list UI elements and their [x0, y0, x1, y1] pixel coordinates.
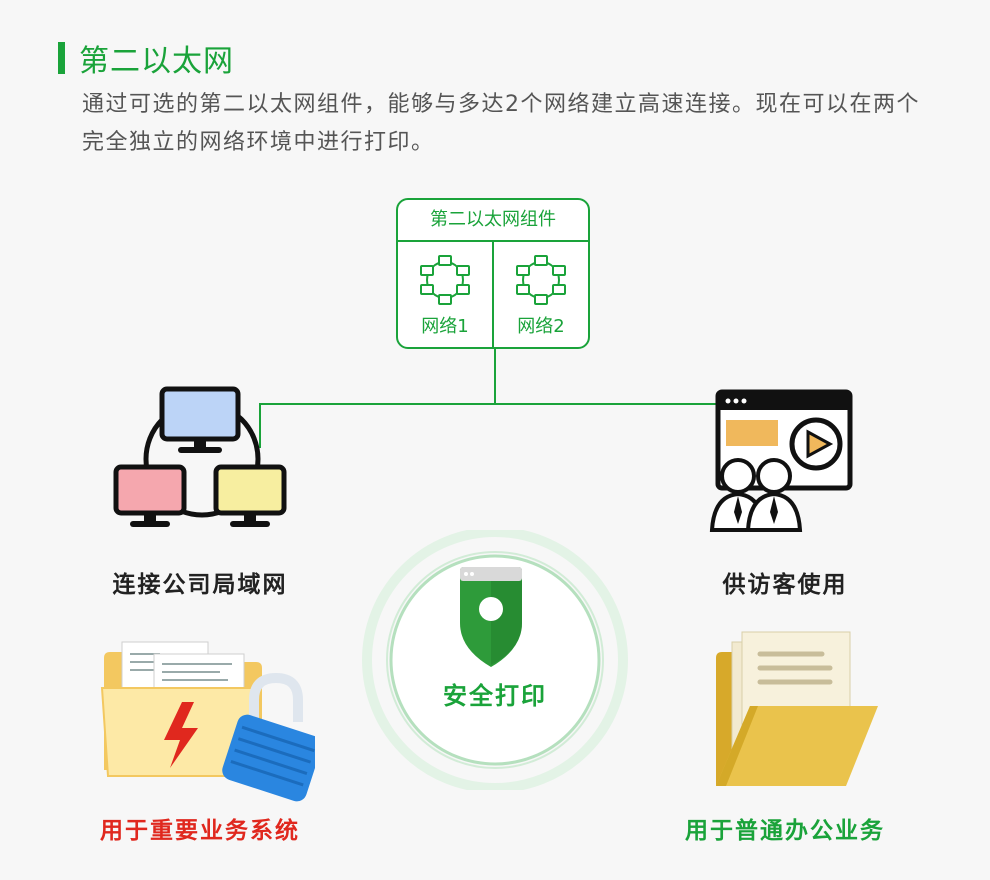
- section-header: 第二以太网: [58, 36, 234, 80]
- computer-network-icon: [113, 386, 287, 527]
- document-folder-icon: [716, 631, 878, 786]
- network-2-label: 网络2: [517, 316, 565, 337]
- module-title: 第二以太网组件: [398, 200, 588, 242]
- section-description: 通过可选的第二以太网组件，能够与多达2个网络建立高速连接。现在可以在两个完全独立…: [82, 92, 920, 155]
- ethernet-module-box: 第二以太网组件 网络1: [396, 198, 590, 349]
- network-1-label: 网络1: [421, 316, 469, 337]
- network-ring-icon: [516, 255, 566, 305]
- network-1: 网络1: [398, 242, 494, 349]
- module-body: 网络1 网络2: [398, 242, 588, 349]
- secure-print-label: 安全打印: [443, 682, 547, 710]
- company-lan-label: 连接公司局域网: [112, 572, 288, 598]
- title-row: 第二以太网: [58, 36, 234, 80]
- office-work-label: 用于普通办公业务: [685, 818, 885, 844]
- shield-icon: [460, 567, 522, 667]
- title-accent-bar: [58, 42, 65, 74]
- guest-presentation-icon: [709, 389, 853, 532]
- network-ring-icon: [420, 255, 470, 305]
- locked-folder-icon: [100, 641, 315, 802]
- network-2: 网络2: [494, 242, 588, 349]
- section-title: 第二以太网: [79, 44, 234, 79]
- guest-use-label: 供访客使用: [722, 572, 848, 598]
- important-systems-label: 用于重要业务系统: [100, 818, 300, 844]
